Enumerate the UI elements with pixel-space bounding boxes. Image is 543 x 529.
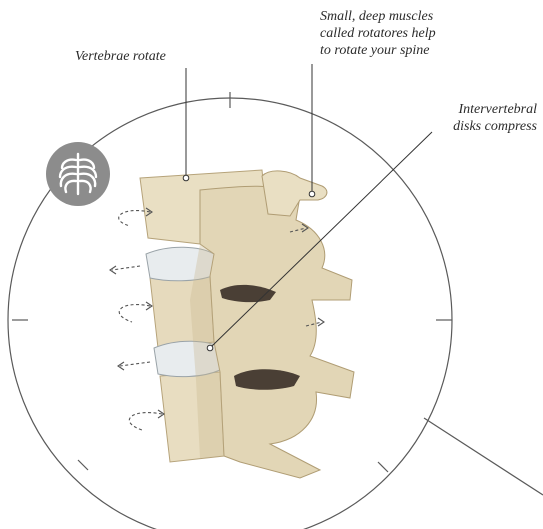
rotation-arrow-2 <box>112 266 140 270</box>
frame-exit-line <box>424 418 543 495</box>
label-rotatores: Small, deep muscles called rotatores hel… <box>320 8 436 59</box>
label-disks-line-1: Intervertebral <box>453 101 537 118</box>
ribcage-icon <box>46 142 110 206</box>
label-disks-line-2: disks compress <box>453 118 537 135</box>
label-rotatores-line-2: called rotatores help <box>320 25 436 42</box>
label-vertebrae-rotate: Vertebrae rotate <box>75 48 166 65</box>
rotation-arrow-3 <box>119 305 150 322</box>
rotation-arrow-5 <box>129 413 162 430</box>
spinous-process-top <box>262 171 327 216</box>
label-rotatores-line-3: to rotate your spine <box>320 42 436 59</box>
label-disks: Intervertebral disks compress <box>453 101 537 135</box>
rotation-arrow-4 <box>120 362 150 366</box>
label-rotatores-line-1: Small, deep muscles <box>320 8 436 25</box>
